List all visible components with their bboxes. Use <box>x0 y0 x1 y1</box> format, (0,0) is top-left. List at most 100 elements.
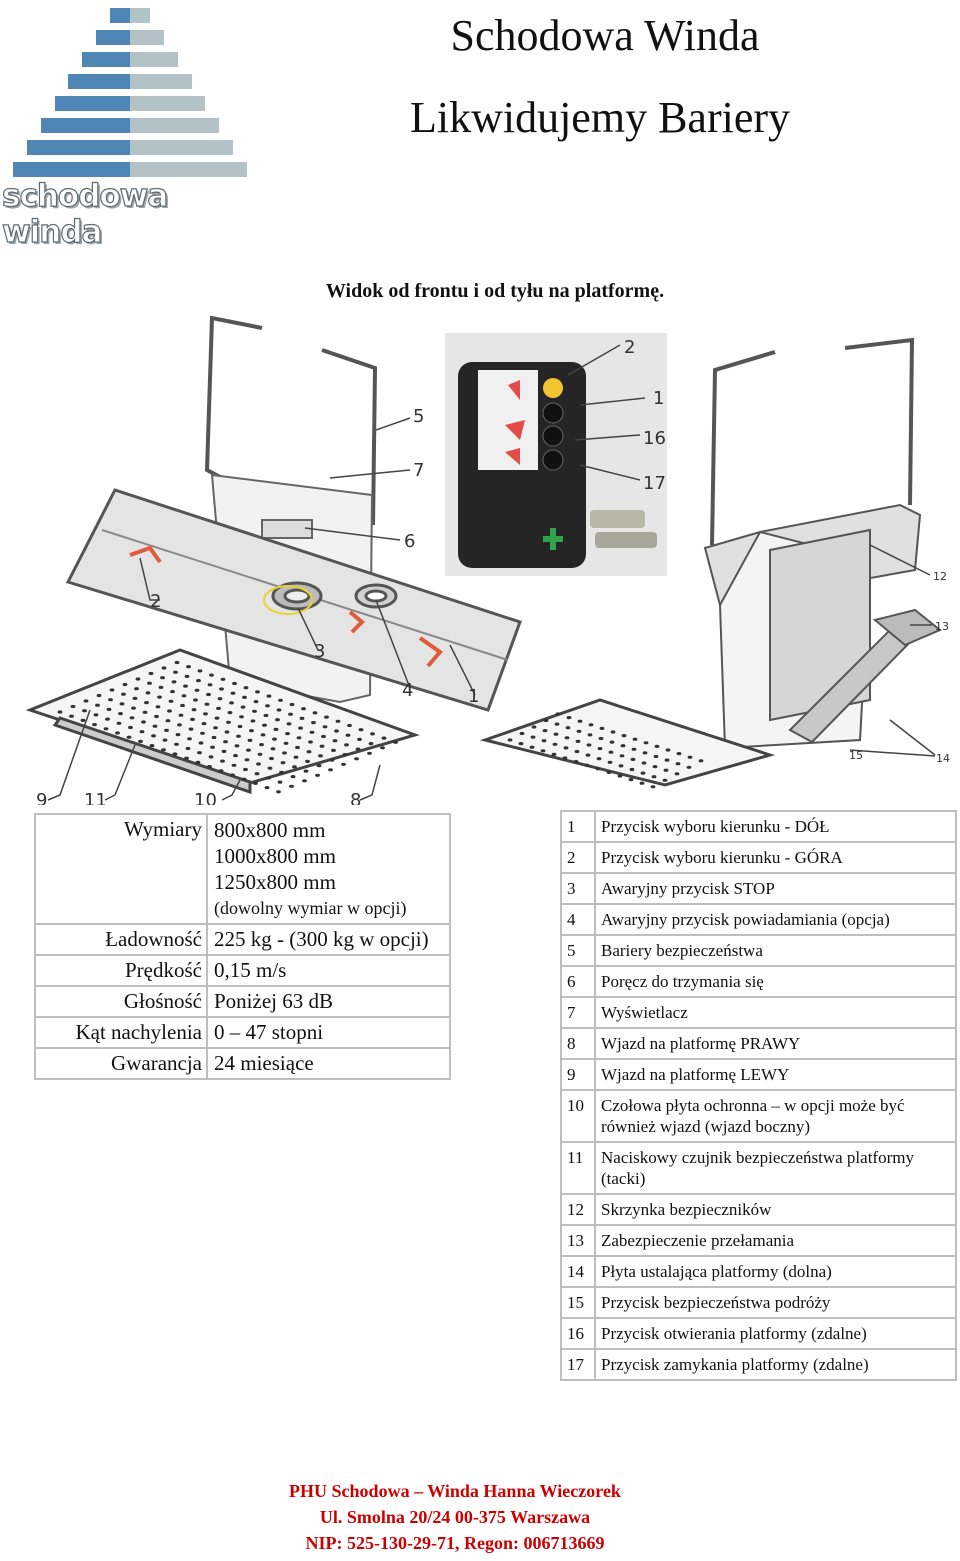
plate-hole <box>324 715 329 719</box>
plate-hole <box>170 690 175 694</box>
plate-hole <box>642 751 648 755</box>
plate-hole <box>312 711 318 715</box>
logo-wordmark: schodowa winda <box>1 177 168 250</box>
plate-hole <box>597 747 603 751</box>
legend-number: 14 <box>560 1255 596 1288</box>
plate-hole <box>302 779 307 783</box>
plate-hole <box>357 737 362 741</box>
plate-hole <box>131 706 136 710</box>
spec-label: Gwarancja <box>34 1047 208 1080</box>
plate-hole <box>116 721 122 725</box>
plate-hole <box>219 687 224 691</box>
back-view-handrail <box>710 337 915 546</box>
plate-hole <box>188 727 194 731</box>
plate-hole <box>254 772 260 776</box>
spec-label: Wymiary <box>34 813 208 925</box>
legend-description: Wjazd na platformę LEWY <box>594 1058 957 1091</box>
plate-hole <box>241 777 247 781</box>
plate-hole <box>631 747 637 751</box>
plate-hole <box>262 723 267 727</box>
plate-hole <box>266 694 272 698</box>
plate-hole <box>328 768 333 772</box>
legend-number: 6 <box>560 965 596 998</box>
plate-hole <box>211 735 217 740</box>
plate-hole <box>380 746 385 750</box>
plate-hole <box>305 759 310 763</box>
plate-hole <box>119 702 125 706</box>
plate-hole <box>507 738 513 742</box>
plate-hole <box>272 737 277 741</box>
plate-hole <box>218 769 224 773</box>
legend-description: Skrzynka bezpieczników <box>594 1193 957 1226</box>
plate-hole <box>233 754 238 758</box>
legend-number: 13 <box>560 1224 596 1257</box>
plate-hole <box>214 716 220 720</box>
plate-hole <box>563 746 569 750</box>
company-logo: schodowa winda <box>0 0 270 251</box>
callout-number: 13 <box>935 620 949 633</box>
legend-description: Wjazd na platformę PRAWY <box>594 1027 957 1060</box>
spec-label: Prędkość <box>34 954 208 987</box>
plate-hole <box>316 764 322 768</box>
plate-hole <box>223 740 228 744</box>
plate-hole <box>69 714 74 718</box>
legend-description: Awaryjny przycisk powiadamiania (opcja) <box>594 903 957 936</box>
plate-hole <box>243 767 248 772</box>
plate-hole <box>542 729 548 733</box>
plate-hole <box>555 712 561 716</box>
legend-number: 11 <box>560 1141 596 1195</box>
plate-hole <box>331 748 336 752</box>
plate-hole <box>664 758 670 762</box>
plate-hole <box>147 681 152 685</box>
plate-hole <box>651 775 657 779</box>
plate-hole <box>148 671 154 676</box>
plate-hole <box>342 753 348 757</box>
plate-hole <box>609 740 615 744</box>
spec-row-warranty: Gwarancja 24 miesiące <box>34 1047 451 1080</box>
plate-hole <box>674 772 680 776</box>
plate-hole <box>286 722 292 726</box>
plate-hole <box>157 695 162 699</box>
plate-hole <box>161 666 167 670</box>
plate-hole <box>246 748 251 752</box>
plate-hole <box>197 751 202 755</box>
plate-hole <box>587 733 593 737</box>
callout-number: 2 <box>624 337 635 358</box>
spec-value-line: 1250x800 mm <box>214 870 336 894</box>
plate-hole <box>184 674 190 678</box>
plate-hole <box>209 673 214 677</box>
callout-number: 7 <box>413 460 424 481</box>
plate-hole <box>354 757 359 761</box>
plate-hole <box>126 735 132 739</box>
plate-hole <box>243 686 249 690</box>
plate-hole <box>195 760 201 764</box>
plate-hole <box>618 764 624 768</box>
plate-hole <box>230 691 236 695</box>
drawing-caption: Widok od frontu i od tyłu na platformę. <box>325 280 665 302</box>
spec-table: Wymiary 800x800 mm 1000x800 mm 1250x800 … <box>34 813 451 1080</box>
callout-number: 4 <box>402 680 413 701</box>
legend-number: 7 <box>560 996 596 1029</box>
spec-value: 225 kg - (300 kg w opcji) <box>206 923 451 956</box>
plate-hole <box>315 773 320 777</box>
legend-description: Przycisk bezpieczeństwa podróży <box>594 1286 957 1319</box>
plate-hole <box>236 734 241 738</box>
back-platform-plate <box>479 698 776 787</box>
plate-hole <box>531 725 537 729</box>
page-tagline: Likwidujemy Bariery <box>409 93 790 142</box>
plate-hole <box>167 709 172 713</box>
remote-control-photo <box>445 333 667 576</box>
callout-number: 12 <box>933 570 947 583</box>
callout-number: 14 <box>936 752 950 765</box>
plate-hole <box>318 754 323 758</box>
plate-hole <box>171 680 177 684</box>
plate-hole <box>168 699 174 703</box>
plate-hole <box>575 739 581 743</box>
plate-hole <box>322 725 328 729</box>
plate-hole <box>174 660 180 665</box>
plate-hole <box>335 719 341 723</box>
